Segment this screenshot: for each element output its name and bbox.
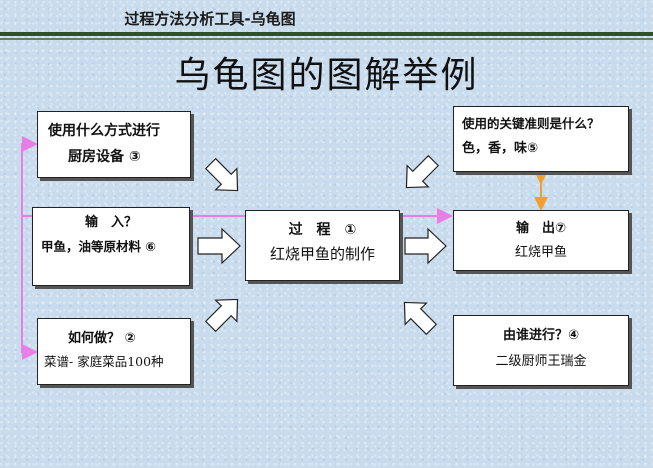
block-arrows xyxy=(197,154,447,336)
box-input: 输 入？ 甲鱼，油等原材料 ⑥ xyxy=(32,207,190,286)
arrow-process-to-output xyxy=(404,227,447,265)
arrow-how-to-process xyxy=(204,298,239,333)
box-method: 使用什么方式进行 厨房设备 ③ xyxy=(37,111,191,178)
box-criteria: 使用的关键准则是什么？ 色，香，味⑤ xyxy=(453,106,629,172)
arrow-method-to-process xyxy=(204,157,239,192)
header-rule xyxy=(0,32,653,36)
box-input-label: 输 入？ xyxy=(84,215,137,230)
arrow-input-to-process xyxy=(197,227,241,265)
box-method-label: 使用什么方式进行 xyxy=(48,123,160,139)
main-title: 乌龟图的图解举例 xyxy=(174,55,479,96)
box-output: 输 出⑦ 红烧甲鱼 xyxy=(453,210,629,271)
box-input-value: 甲鱼，油等原材料 ⑥ xyxy=(41,239,156,254)
arrow-criteria-to-process xyxy=(405,154,440,189)
box-method-value: 厨房设备 ③ xyxy=(68,149,141,165)
box-how-value: 菜谱- 家庭菜品100种 xyxy=(44,354,164,369)
box-process-label: 过 程 ① xyxy=(288,222,357,238)
box-output-label: 输 出⑦ xyxy=(515,221,566,236)
box-process-value: 红烧甲鱼的制作 xyxy=(269,245,375,263)
box-criteria-value: 色，香，味⑤ xyxy=(462,141,539,156)
arrow-who-to-process xyxy=(403,301,438,336)
box-output-value: 红烧甲鱼 xyxy=(514,245,567,260)
box-criteria-label: 使用的关键准则是什么？ xyxy=(462,116,600,131)
box-who: 由谁进行？④ 二级厨师王瑞金 xyxy=(453,315,629,386)
header-rule-thin xyxy=(0,38,653,40)
box-how: 如何做？ ② 菜谱- 家庭菜品100种 xyxy=(37,318,191,385)
box-how-label: 如何做？ ② xyxy=(68,331,136,346)
box-process: 过 程 ① 红烧甲鱼的制作 xyxy=(245,210,400,281)
box-who-label: 由谁进行？④ xyxy=(502,328,579,343)
box-who-value: 二级厨师王瑞金 xyxy=(495,354,587,369)
header-title: 过程方法分析工具-乌龟图 xyxy=(124,10,296,28)
